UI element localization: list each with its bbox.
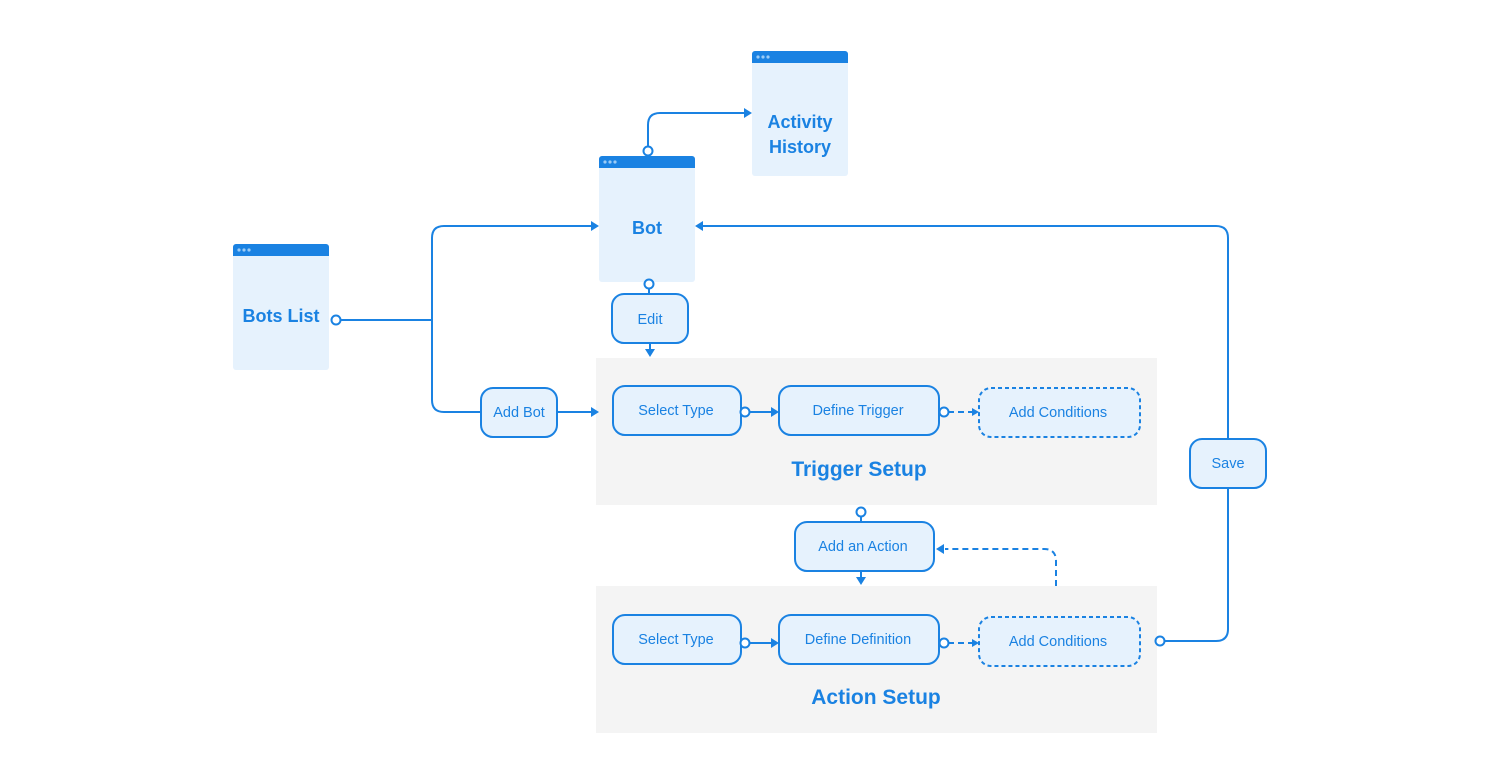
- define-trigger-button[interactable]: Define Trigger: [778, 385, 940, 436]
- action-select-type-button[interactable]: Select Type: [612, 614, 742, 665]
- arrow-to-activity: [744, 108, 752, 118]
- arrow-to-bot-right: [695, 221, 703, 231]
- arrow-to-trigger: [591, 407, 599, 417]
- edit-label: Edit: [638, 312, 663, 328]
- arrow-to-action-top: [856, 577, 866, 585]
- save-button[interactable]: Save: [1189, 438, 1267, 489]
- bot-label: Bot: [632, 218, 662, 238]
- define-definition-label: Define Definition: [805, 632, 911, 648]
- port-bot-bottom: [643, 278, 655, 290]
- edge-save-bot: [703, 225, 1229, 438]
- arrow-to-conditions-2: [972, 639, 979, 647]
- bots-list-label: Bots List: [242, 306, 319, 326]
- trigger-add-conditions-button[interactable]: Add Conditions: [978, 387, 1141, 438]
- trigger-add-conditions-label: Add Conditions: [1009, 405, 1107, 421]
- port-action-group: [1154, 635, 1166, 647]
- port-define-definition: [938, 637, 950, 649]
- port-bots-list: [330, 314, 342, 326]
- action-setup-title: Action Setup: [811, 686, 941, 709]
- port-define-trigger: [938, 406, 950, 418]
- activity-history-label-line2: History: [769, 137, 831, 157]
- action-add-conditions-label: Add Conditions: [1009, 634, 1107, 650]
- arrowheads: [591, 108, 979, 648]
- arrow-to-define-trigger: [771, 407, 779, 417]
- port-trigger-group: [855, 506, 867, 518]
- activity-history-label-line1: Activity: [767, 112, 832, 132]
- action-add-conditions-button[interactable]: Add Conditions: [978, 616, 1141, 667]
- edges: [341, 112, 1229, 644]
- edge-action-loop: [945, 548, 1057, 586]
- edge-junction-bot: [431, 225, 591, 320]
- add-action-button[interactable]: Add an Action: [794, 521, 935, 572]
- port-bot-top: [642, 145, 654, 157]
- save-label: Save: [1211, 456, 1244, 472]
- arrow-to-define-definition: [771, 638, 779, 648]
- trigger-select-type-button[interactable]: Select Type: [612, 385, 742, 436]
- port-action-select-type: [739, 637, 751, 649]
- define-definition-button[interactable]: Define Definition: [778, 614, 940, 665]
- window-bots-list[interactable]: Bots List: [233, 244, 329, 370]
- arrow-to-conditions: [972, 408, 979, 416]
- edge-action-save: [1165, 488, 1229, 642]
- arrow-to-trigger-top: [645, 349, 655, 357]
- ports: [330, 145, 1166, 649]
- edge-junction-addbot: [431, 320, 481, 413]
- action-select-type-label: Select Type: [638, 632, 714, 648]
- arrow-to-bot-left: [591, 221, 599, 231]
- arrow-to-addaction: [936, 544, 944, 554]
- add-bot-button[interactable]: Add Bot: [480, 387, 558, 438]
- edit-button[interactable]: Edit: [611, 293, 689, 344]
- trigger-setup-title: Trigger Setup: [791, 458, 926, 481]
- port-trigger-select-type: [739, 406, 751, 418]
- window-activity-history[interactable]: Activity History: [752, 51, 848, 176]
- add-action-label: Add an Action: [818, 539, 908, 555]
- add-bot-label: Add Bot: [493, 405, 545, 421]
- define-trigger-label: Define Trigger: [812, 403, 903, 419]
- window-bot[interactable]: Bot: [599, 156, 695, 282]
- edge-bot-activity: [647, 112, 745, 146]
- trigger-select-type-label: Select Type: [638, 403, 714, 419]
